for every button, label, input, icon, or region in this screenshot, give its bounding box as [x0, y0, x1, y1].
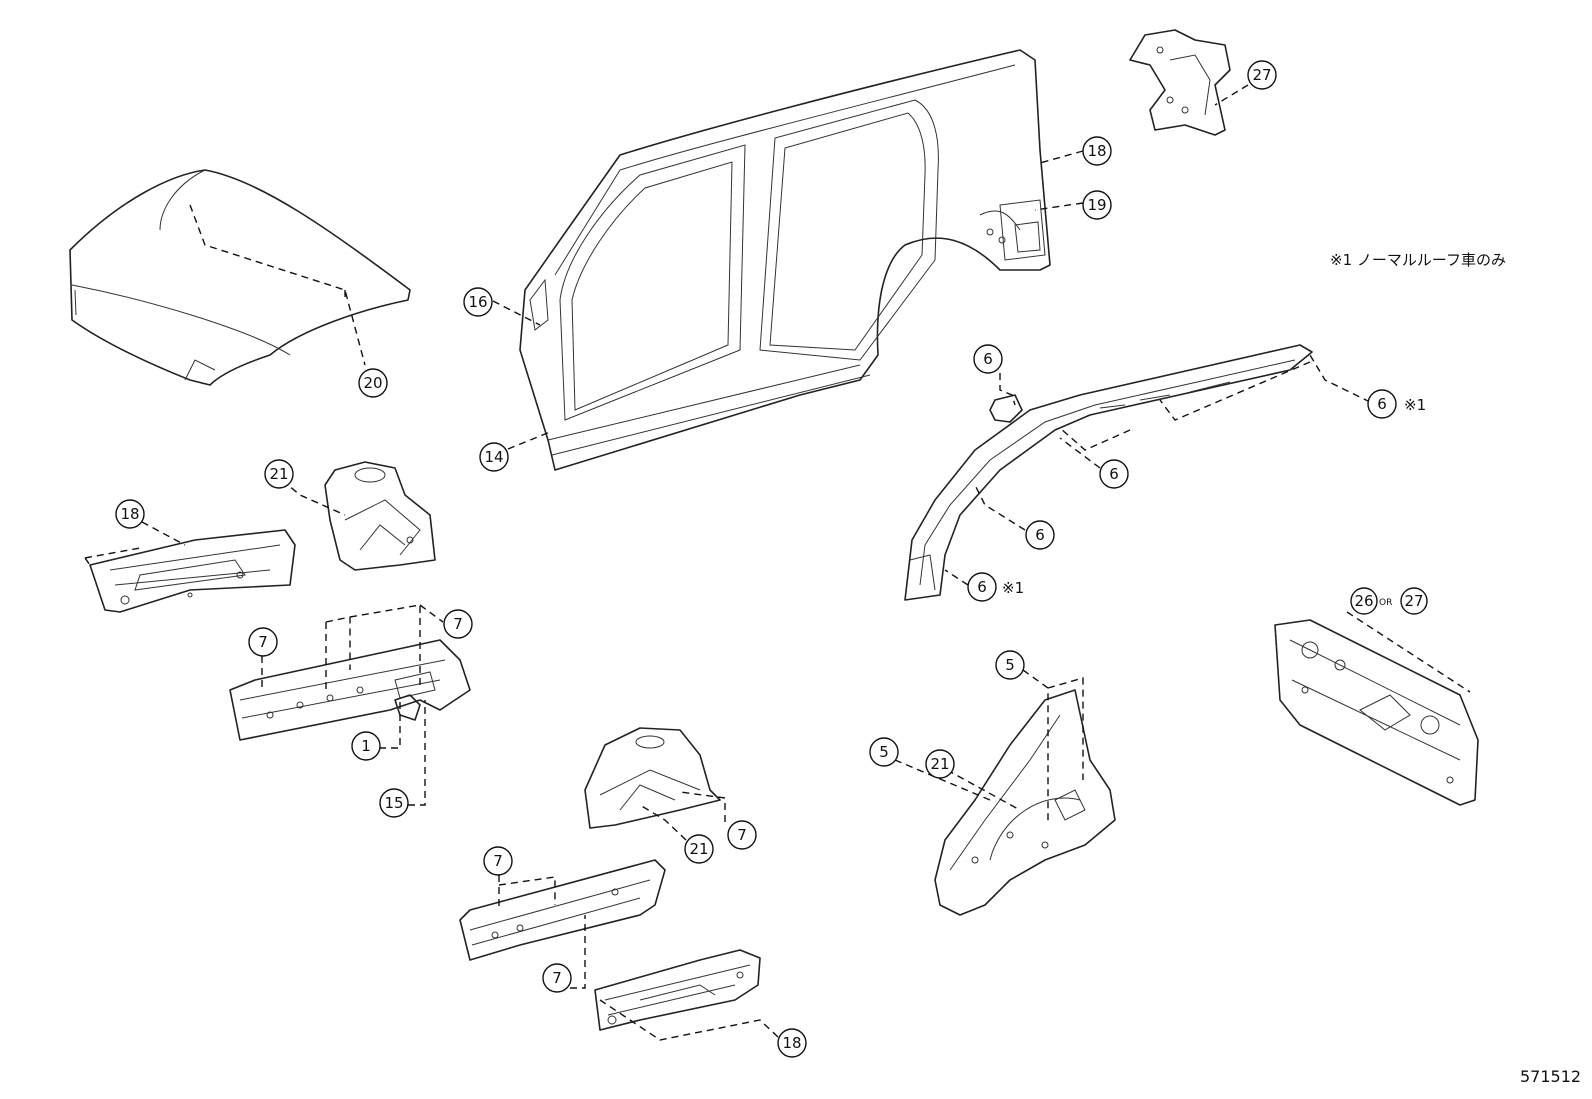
- svg-text:7: 7: [552, 969, 562, 987]
- svg-text:20: 20: [363, 374, 382, 392]
- front-side-member: [229, 639, 471, 741]
- callout-27-back: 27: [1400, 587, 1428, 615]
- callout-15: 15: [379, 788, 409, 818]
- callout-27-top: 27: [1247, 60, 1277, 90]
- svg-text:21: 21: [269, 465, 288, 483]
- svg-text:14: 14: [484, 448, 503, 466]
- callout-6-lower: 6: [967, 572, 997, 602]
- svg-text:5: 5: [879, 743, 889, 761]
- or-label: OR: [1379, 598, 1392, 608]
- svg-text:27: 27: [1252, 66, 1271, 84]
- svg-text:6: 6: [977, 578, 987, 596]
- callout-19: 19: [1082, 190, 1112, 220]
- svg-text:7: 7: [258, 633, 268, 651]
- svg-text:19: 19: [1087, 196, 1106, 214]
- svg-text:26: 26: [1354, 592, 1373, 610]
- callout-18-top: 18: [1082, 136, 1112, 166]
- callout-21-quarter: 21: [925, 749, 955, 779]
- svg-text:18: 18: [782, 1034, 801, 1052]
- callout-5-top: 5: [995, 650, 1025, 680]
- callout-18-left: 18: [115, 499, 145, 529]
- svg-text:21: 21: [689, 840, 708, 858]
- callout-1: 1: [351, 731, 381, 761]
- leader-lines: [84, 84, 1471, 1041]
- svg-text:7: 7: [453, 615, 463, 633]
- svg-text:21: 21: [930, 755, 949, 773]
- callout-20: 20: [358, 368, 388, 398]
- svg-text:15: 15: [384, 794, 403, 812]
- applicability-note: ※1 ノーマルルーフ車のみ: [1330, 251, 1506, 269]
- callout-6-pillar: 6: [1025, 520, 1055, 550]
- callout-26: 26: [1350, 587, 1378, 615]
- callout-21-upper: 21: [264, 459, 294, 489]
- front-apron-lower: [584, 727, 721, 829]
- callout-14: 14: [479, 442, 509, 472]
- callout-21-lower: 21: [684, 834, 714, 864]
- svg-text:7: 7: [737, 826, 747, 844]
- front-side-member-lower-rh: [594, 949, 761, 1031]
- body-side-outer-panel: [519, 49, 1051, 471]
- callout-6-top: 6: [973, 344, 1003, 374]
- callout-6-mid: 6: [1099, 459, 1129, 489]
- svg-text:6: 6: [983, 350, 993, 368]
- svg-text:18: 18: [120, 505, 139, 523]
- front-side-member-rh: [459, 859, 666, 961]
- svg-text:6: 6: [1377, 395, 1387, 413]
- svg-text:6: 6: [1035, 526, 1045, 544]
- svg-text:6: 6: [1109, 465, 1119, 483]
- roof-side-rail: [904, 344, 1313, 601]
- svg-text:5: 5: [1005, 656, 1015, 674]
- svg-text:27: 27: [1404, 592, 1423, 610]
- callout-5-left: 5: [869, 737, 899, 767]
- back-panel-inner: [1274, 619, 1479, 806]
- front-apron-upper: [324, 461, 436, 571]
- callout-7-right: 7: [443, 609, 473, 639]
- callout-7-member: 7: [483, 846, 513, 876]
- note-mark-1-rear: ※1: [1404, 396, 1426, 414]
- diagram-id: 571512: [1520, 1067, 1581, 1086]
- svg-text:16: 16: [468, 293, 487, 311]
- callout-7-left: 7: [248, 627, 278, 657]
- note-mark-1-lower: ※1: [1002, 579, 1024, 597]
- rear-pillar-bracket: [1129, 29, 1231, 136]
- callout-18-lower: 18: [777, 1028, 807, 1058]
- quarter-wheelhouse-inner: [934, 689, 1116, 916]
- callout-7-lower: 7: [542, 963, 572, 993]
- svg-text:1: 1: [361, 737, 371, 755]
- hood-panel: [69, 169, 411, 386]
- callout-16: 16: [463, 287, 493, 317]
- callout-6-rear: 6: [1367, 389, 1397, 419]
- svg-text:7: 7: [493, 852, 503, 870]
- svg-text:18: 18: [1087, 142, 1106, 160]
- front-side-member-lower: [89, 529, 296, 613]
- callout-7-apron: 7: [727, 820, 757, 850]
